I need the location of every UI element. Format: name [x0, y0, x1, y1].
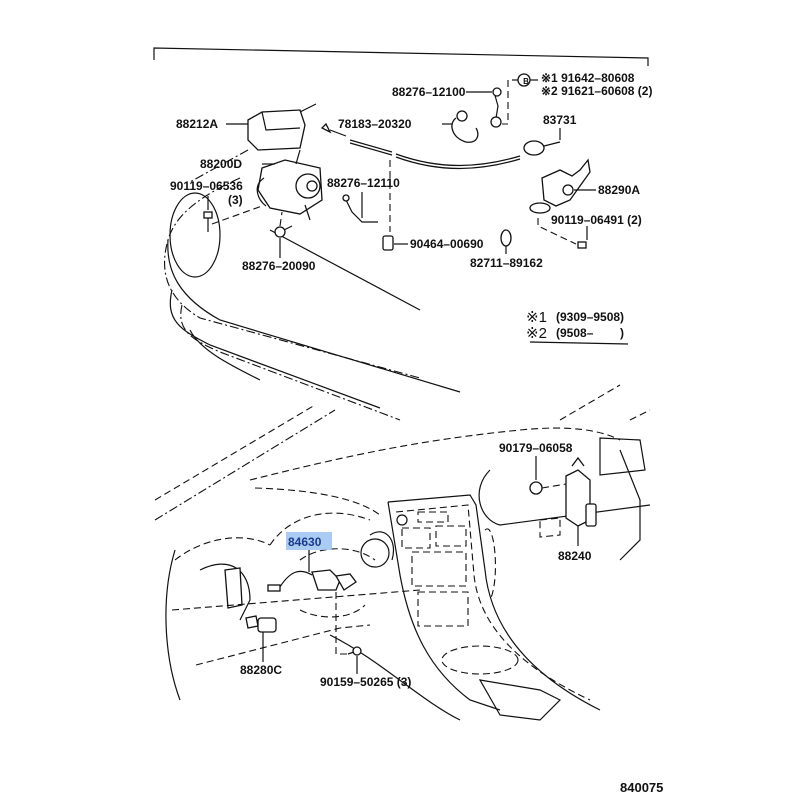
clip-88276-20090-icon [274, 225, 293, 238]
label-84630: 84630 [288, 535, 322, 549]
label-88280c: 88280C [240, 663, 282, 677]
callout-b-line-2: ※2 91621–60608 (2) [541, 84, 652, 98]
label-90159-50265: 90159–50265 (3) [320, 675, 411, 689]
clip-90464-00690-icon [382, 235, 394, 251]
legend-mark-2: ※2 [526, 325, 547, 342]
screw-90159-50265-icon [347, 646, 362, 656]
label-83731: 83731 [543, 113, 577, 127]
bolt-90119-06491-icon [577, 241, 587, 249]
label-78183-20320: 78183–20320 [338, 117, 412, 131]
legend-underline [529, 341, 629, 345]
frame-bracket [153, 47, 649, 66]
bracket-88276-12100-icon [490, 87, 502, 128]
part-88280c-switch [245, 615, 277, 633]
label-88276-12100: 88276–12100 [392, 85, 466, 99]
clip-82711-89162-icon [500, 229, 512, 247]
label-90119-06491: 90119–06491 (2) [551, 213, 642, 227]
part-88212a-cover [247, 103, 317, 151]
label-90119-06536-qty: (3) [228, 193, 243, 207]
legend-range-2: (9508– ) [556, 326, 624, 340]
dashboard-outline [154, 384, 651, 721]
label-88200d: 88200D [200, 157, 242, 171]
bumper-outline [164, 177, 461, 421]
legend-range-1: (9309–9508) [556, 310, 624, 324]
legend-mark-1: ※1 [526, 309, 547, 326]
nut-90179-06058-icon [529, 481, 543, 495]
bracket-88276-12110-icon [342, 194, 378, 223]
callout-b-line-1: ※1 91642–80608 [541, 71, 635, 85]
highlight-84630 [286, 532, 332, 550]
control-cable [320, 122, 561, 170]
clamp-78183-20320-icon [451, 110, 479, 143]
part-88240-relay [565, 456, 597, 527]
part-84630-switch [267, 569, 357, 592]
label-88276-20090: 88276–20090 [242, 259, 316, 273]
label-88290a: 88290A [598, 183, 640, 197]
label-88212a: 88212A [176, 117, 218, 131]
label-90119-06536: 90119–06536 [170, 179, 243, 193]
part-88290a-bracket [529, 158, 591, 214]
label-88276-12110: 88276–12110 [327, 176, 400, 190]
part-88200d-actuator [256, 149, 323, 221]
label-90179-06058: 90179–06058 [499, 441, 573, 455]
label-82711-89162: 82711–89162 [470, 256, 543, 270]
glovebox-area [478, 437, 651, 561]
label-90464-00690: 90464–00690 [410, 237, 484, 251]
label-88240: 88240 [558, 549, 592, 563]
center-console [387, 494, 601, 721]
bolt-90119-06536-icon [203, 211, 213, 232]
svg-text:B: B [523, 77, 529, 86]
figure-number: 840075 [620, 780, 663, 795]
